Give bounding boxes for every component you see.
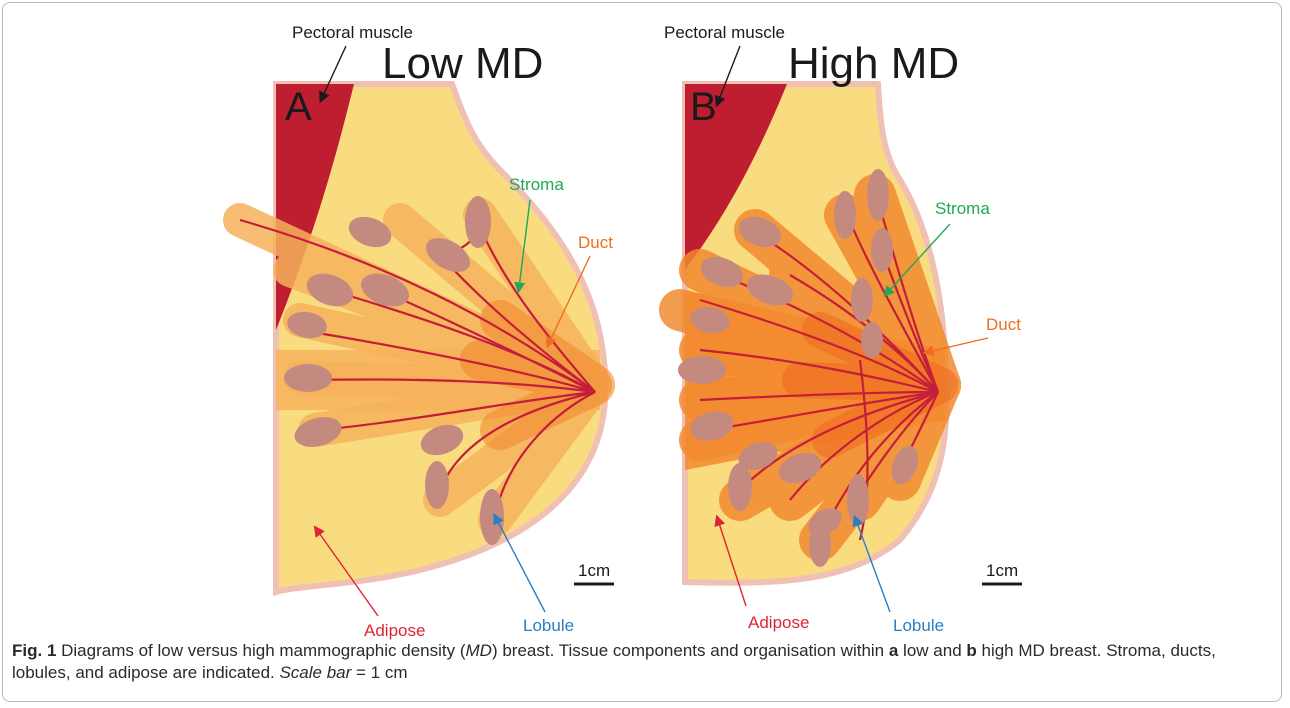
panel-title-a: Low MD	[382, 39, 543, 88]
duct-label-b: Duct	[986, 315, 1021, 334]
caption-md: MD	[465, 641, 492, 660]
pectoral-muscle-b	[685, 84, 787, 270]
lobules-a	[284, 196, 504, 545]
caption-scale-label: Scale bar	[279, 663, 352, 682]
caption-b: b	[966, 641, 977, 660]
figure-caption: Fig. 1 Diagrams of low versus high mammo…	[12, 640, 1272, 684]
lobule-label-b: Lobule	[893, 616, 944, 635]
caption-text-3: low and	[898, 641, 967, 660]
caption-a: a	[888, 641, 899, 660]
adipose-label-b: Adipose	[748, 613, 809, 632]
lobules-b	[678, 169, 919, 567]
caption-text-2: ) breast. Tissue components and organisa…	[491, 641, 889, 660]
pectoral-label-b: Pectoral muscle	[664, 23, 785, 42]
breast-density-figure: A Low MD Pectoral muscle Stroma Duct Adi…	[223, 23, 1022, 640]
scale-label-a: 1cm	[578, 561, 610, 580]
scale-label-b: 1cm	[986, 561, 1018, 580]
panel-letter-b: B	[690, 85, 717, 129]
caption-fig-label: Fig. 1	[12, 641, 57, 660]
panel-title-b: High MD	[788, 39, 959, 88]
panel-a-low-md: A Low MD Pectoral muscle Stroma Duct Adi…	[223, 23, 615, 640]
panel-letter-a: A	[285, 85, 312, 129]
panel-b-high-md: B High MD Pectoral muscle Stroma Duct Ad…	[659, 23, 1022, 635]
stroma-label-b: Stroma	[935, 199, 990, 218]
pectoral-label-a: Pectoral muscle	[292, 23, 413, 42]
duct-label-a: Duct	[578, 233, 613, 252]
stroma-label-a: Stroma	[509, 175, 564, 194]
adipose-label-a: Adipose	[364, 621, 425, 640]
caption-text-5: = 1 cm	[351, 663, 408, 682]
caption-text-4: high MD breast. Stroma, ducts, lobules, …	[12, 641, 1216, 682]
lobule-label-a: Lobule	[523, 616, 574, 635]
caption-text-1: Diagrams of low versus high mammographic…	[56, 641, 466, 660]
